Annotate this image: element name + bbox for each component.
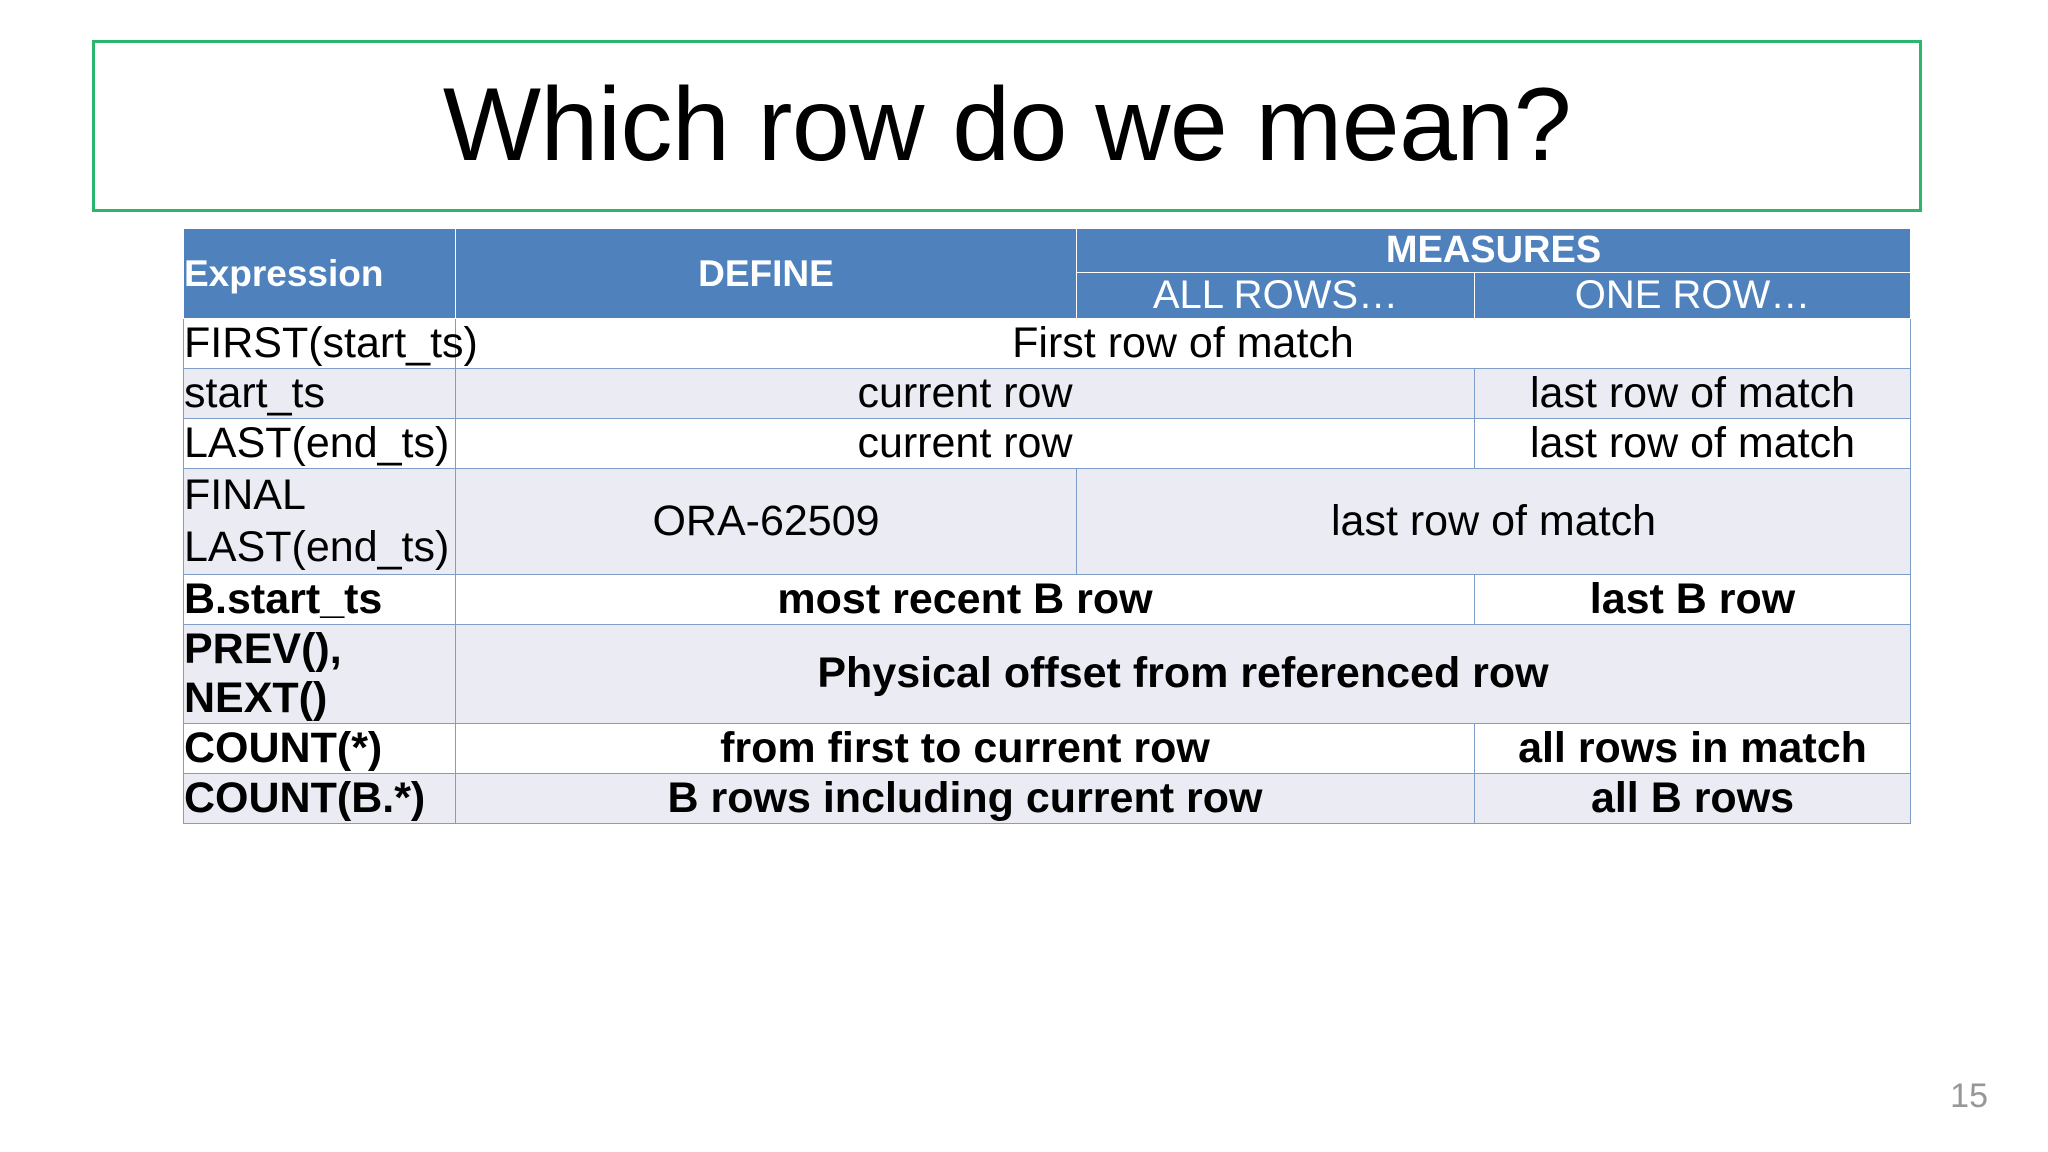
cell-expression: B.start_ts: [183, 573, 456, 625]
column-header-expression: Expression: [183, 228, 456, 319]
expression-semantics-table: Expression DEFINE MEASURES ALL ROWS… ONE…: [183, 228, 1911, 824]
cell-one-row: last B row: [1474, 573, 1911, 625]
column-header-one-row: ONE ROW…: [1474, 272, 1911, 319]
table-row: PREV(), NEXT()Physical offset from refer…: [183, 623, 1911, 724]
cell-expression: COUNT(*): [183, 722, 456, 774]
cell-define-all-rows: current row: [455, 368, 1475, 419]
page-title: Which row do we mean?: [442, 67, 1572, 184]
title-box: Which row do we mean?: [92, 40, 1922, 212]
cell-one-row: all B rows: [1474, 772, 1911, 824]
cell-all-columns: First row of match: [455, 318, 1911, 369]
cell-expression: LAST(end_ts): [183, 418, 456, 469]
cell-all-columns: Physical offset from referenced row: [455, 623, 1911, 724]
cell-expression: FINAL LAST(end_ts): [183, 468, 456, 575]
cell-expression: FIRST(start_ts): [183, 318, 478, 369]
cell-define-all-rows: B rows including current row: [455, 772, 1475, 824]
table-row: FIRST(start_ts)First row of match: [183, 318, 1911, 369]
cell-measures: last row of match: [1076, 468, 1911, 575]
cell-one-row: last row of match: [1474, 418, 1911, 469]
column-header-measures: MEASURES: [1076, 228, 1911, 273]
cell-expression: COUNT(B.*): [183, 772, 456, 824]
column-header-all-rows: ALL ROWS…: [1076, 272, 1475, 319]
cell-expression: PREV(), NEXT(): [183, 623, 456, 724]
cell-define-all-rows: current row: [455, 418, 1475, 469]
cell-expression: start_ts: [183, 368, 456, 419]
table-header: Expression DEFINE MEASURES ALL ROWS… ONE…: [183, 228, 1911, 319]
cell-define-all-rows: most recent B row: [455, 573, 1475, 625]
column-header-define: DEFINE: [455, 228, 1077, 319]
table-header-row-1: Expression DEFINE MEASURES: [183, 228, 1911, 319]
slide-number: 15: [1950, 1077, 1988, 1115]
cell-define-all-rows: from first to current row: [455, 722, 1475, 774]
cell-one-row: last row of match: [1474, 368, 1911, 419]
cell-define: ORA-62509: [455, 468, 1077, 575]
cell-one-row: all rows in match: [1474, 722, 1911, 774]
table-header-row-2: ALL ROWS… ONE ROW…: [184, 272, 1911, 319]
